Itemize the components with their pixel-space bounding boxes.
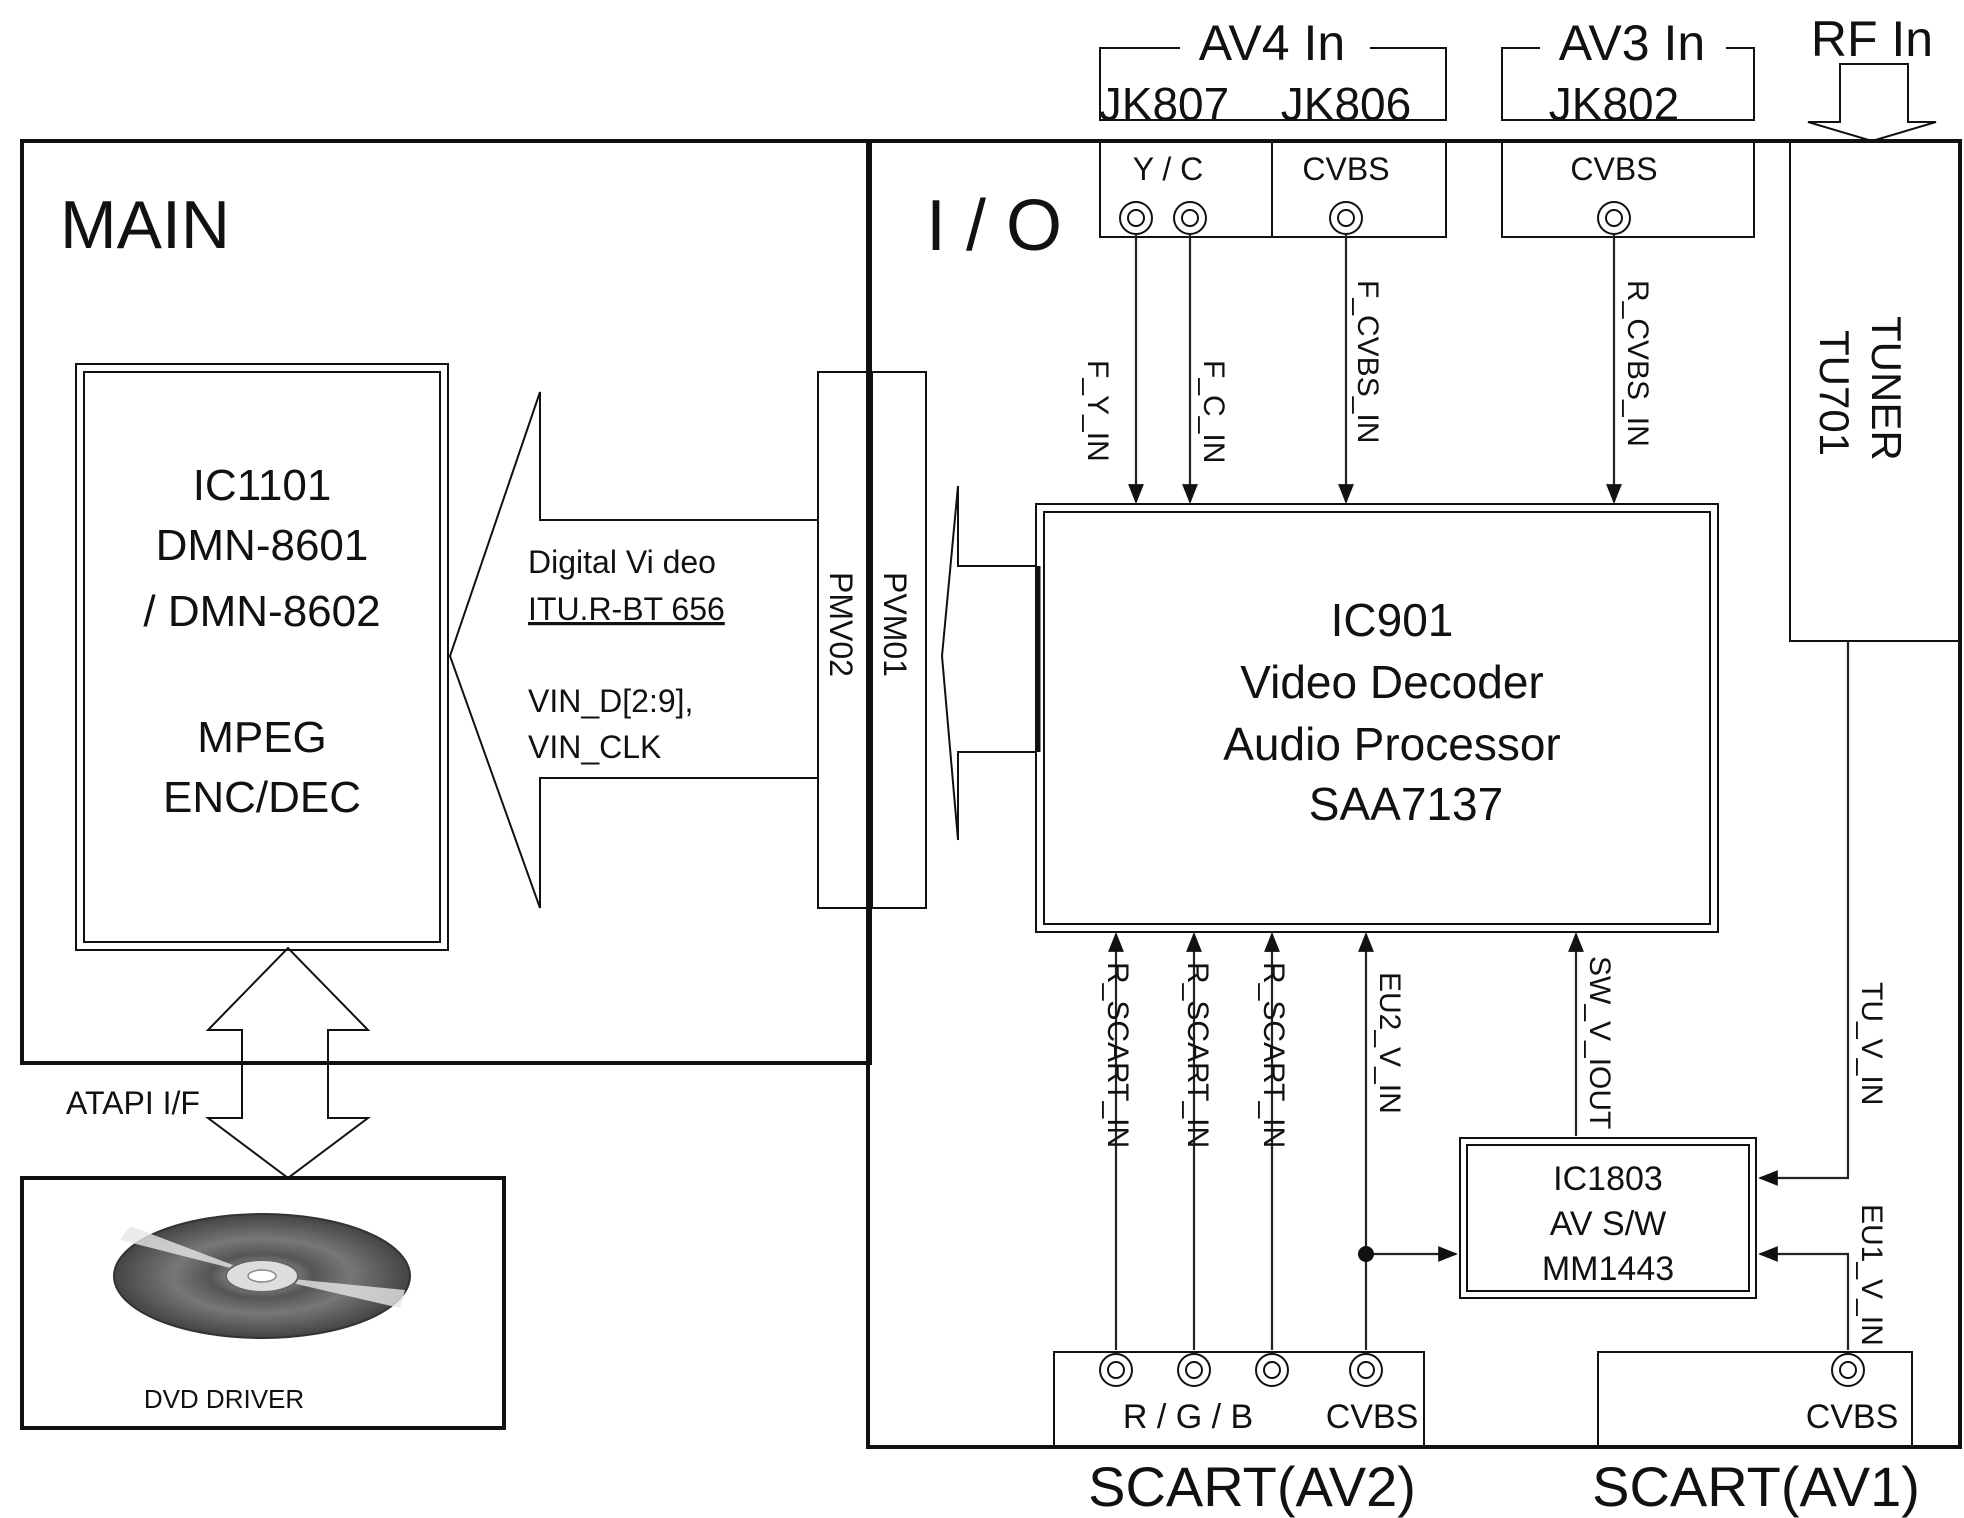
digital-video-line-4: VIN_CLK <box>528 729 661 765</box>
av-switch-line-3: MM1443 <box>1542 1250 1674 1288</box>
scart-av2-cvbs-jack-icon <box>1350 1354 1382 1386</box>
digital-video-line-3: VIN_D[2:9], <box>528 683 693 719</box>
tuner-label: TUNER <box>1863 316 1910 461</box>
tuner-model-label: TU701 <box>1811 330 1858 456</box>
av4-title: AV4 In <box>1199 15 1345 71</box>
signal-f-c-in: F_C_IN <box>1197 360 1230 463</box>
signal-r-scart-in-2: R_SCART_IN <box>1181 962 1214 1148</box>
scart-av2-g-jack-icon <box>1178 1354 1210 1386</box>
signal-r-scart-in-1: R_SCART_IN <box>1101 962 1134 1148</box>
scart-av1: CVBS SCART(AV1) <box>1592 1352 1920 1518</box>
atapi-label: ATAPI I/F <box>66 1085 200 1121</box>
rf-input-group: RF In <box>1808 11 1936 141</box>
scart-av2-title: SCART(AV2) <box>1088 1455 1416 1518</box>
av3-input-group: AV3 In JK802 CVBS <box>1502 15 1754 237</box>
av-switch-ic-block: IC1803 AV S/W MM1443 <box>1460 1138 1756 1298</box>
io-board: I / O IC901 Video Decoder Audio Processo… <box>868 141 1960 1447</box>
scart-av2-cvbs-label: CVBS <box>1326 1398 1419 1436</box>
decoder-ic-line-2: Video Decoder <box>1240 656 1543 708</box>
io-board-title: I / O <box>926 186 1062 266</box>
board-connector: PVM01 PMV02 <box>818 372 926 908</box>
signal-sw-v-iout: SW_V_IOUT <box>1583 956 1616 1129</box>
signal-tu-v-in: TU_V_IN <box>1855 982 1888 1105</box>
signal-f-cvbs-in: F_CVBS_IN <box>1351 280 1384 443</box>
input-signal-lines: F_Y_IN F_C_IN F_CVBS_IN R_CVBS_IN <box>1081 234 1654 502</box>
dvd-driver: DVD DRIVER <box>22 1178 504 1428</box>
jk807-port-label: Y / C <box>1133 151 1204 187</box>
jk802-label: JK802 <box>1549 78 1679 130</box>
connector-label-pvm01: PVM01 <box>877 572 913 677</box>
av3-title: AV3 In <box>1559 15 1705 71</box>
rf-input-arrow <box>1808 64 1936 141</box>
signal-r-scart-in-3: R_SCART_IN <box>1257 962 1290 1148</box>
top-rca-jacks <box>1120 202 1630 234</box>
scart-av2-rgb-label: R / G / B <box>1123 1398 1253 1436</box>
mpeg-ic-block: IC1101 DMN-8601 / DMN-8602 MPEG ENC/DEC <box>76 364 448 950</box>
jk807-label: JK807 <box>1099 78 1229 130</box>
av-switch-line-1: IC1803 <box>1553 1160 1663 1198</box>
rf-title: RF In <box>1811 11 1933 67</box>
jk806-port-label: CVBS <box>1302 151 1389 187</box>
jk806-label: JK806 <box>1281 78 1411 130</box>
scart-av2: R / G / B CVBS SCART(AV2) <box>1054 1352 1424 1518</box>
scart-av2-r-jack-icon <box>1100 1354 1132 1386</box>
main-board: MAIN IC1101 DMN-8601 / DMN-8602 MPEG ENC… <box>22 141 870 1178</box>
connector-label-pmv02: PMV02 <box>823 572 859 677</box>
av4-input-group: AV4 In JK807 JK806 Y / C CVBS <box>1099 15 1446 237</box>
decoder-ic-line-4: SAA7137 <box>1309 778 1503 830</box>
jack-f-cvbs-icon <box>1330 202 1362 234</box>
digital-video-line-2: ITU.R-BT 656 <box>528 591 725 627</box>
jack-r-cvbs-icon <box>1598 202 1630 234</box>
decoder-output-arrow <box>942 486 1036 840</box>
digital-video-line-1: Digital Vi deo <box>528 544 716 580</box>
jack-c-icon <box>1174 202 1206 234</box>
tuner-block: TUNER TU701 <box>1790 141 1960 641</box>
signal-f-y-in: F_Y_IN <box>1081 360 1114 462</box>
junction-dot <box>1358 1246 1374 1262</box>
decoder-ic-line-1: IC901 <box>1331 594 1454 646</box>
signal-r-cvbs-in: R_CVBS_IN <box>1621 280 1654 447</box>
jack-y-icon <box>1120 202 1152 234</box>
mpeg-ic-line-2: DMN-8601 <box>156 521 369 570</box>
main-board-title: MAIN <box>60 187 230 263</box>
scart-av2-b-jack-icon <box>1256 1354 1288 1386</box>
scart-av1-cvbs-label: CVBS <box>1806 1398 1899 1436</box>
digital-video-bus-arrow <box>450 392 817 908</box>
mpeg-ic-line-1: IC1101 <box>193 461 332 510</box>
av-switch-line-2: AV S/W <box>1550 1205 1667 1243</box>
mpeg-ic-line-6: ENC/DEC <box>163 773 361 822</box>
mpeg-ic-line-5: MPEG <box>197 713 327 762</box>
dvd-driver-label: DVD DRIVER <box>144 1384 304 1414</box>
mpeg-ic-line-3: / DMN-8602 <box>143 587 380 636</box>
signal-eu1-v-in: EU1_V_IN <box>1855 1204 1888 1346</box>
decoder-ic-block: IC901 Video Decoder Audio Processor SAA7… <box>1036 504 1718 932</box>
decoder-ic-line-3: Audio Processor <box>1223 718 1561 770</box>
scart-av1-cvbs-jack-icon <box>1832 1354 1864 1386</box>
signal-eu2-v-in: EU2_V_IN <box>1373 972 1406 1114</box>
scart-av1-title: SCART(AV1) <box>1592 1455 1920 1518</box>
jk802-port-label: CVBS <box>1570 151 1657 187</box>
